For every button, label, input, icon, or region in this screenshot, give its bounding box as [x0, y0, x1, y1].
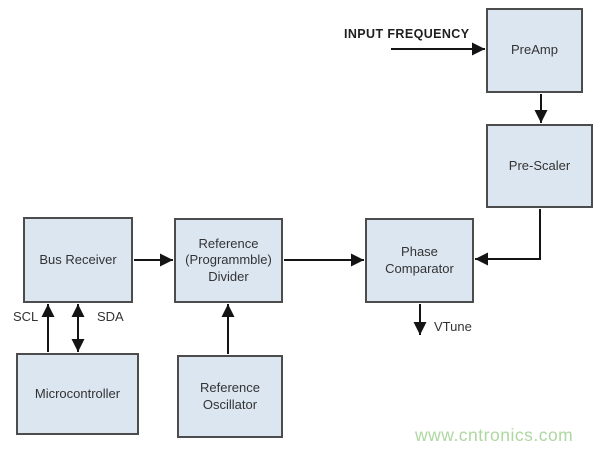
block-bus-receiver-label: Bus Receiver: [39, 251, 117, 267]
vtune-label: VTune: [434, 319, 472, 334]
block-prescaler-label: Pre-Scaler: [508, 157, 571, 173]
block-preamp-label: PreAmp: [511, 42, 558, 58]
block-preamp: PreAmp: [486, 8, 583, 93]
block-phase-comparator: Phase Comparator: [365, 218, 474, 303]
block-microcontroller: Microcontroller: [16, 353, 139, 435]
arrow-prescaler-to-phase-comparator: [475, 209, 541, 266]
block-reference-divider: Reference (Programmble) Divider: [174, 218, 283, 303]
block-prescaler: Pre-Scaler: [486, 124, 593, 208]
block-phase-comparator-label: Phase Comparator: [385, 244, 454, 276]
block-bus-receiver: Bus Receiver: [23, 217, 133, 303]
sda-label: SDA: [97, 309, 124, 324]
block-reference-divider-label: Reference (Programmble) Divider: [185, 236, 272, 284]
watermark-text: www.cntronics.com: [415, 425, 574, 445]
block-reference-oscillator: Reference Oscillator: [177, 355, 283, 438]
block-microcontroller-label: Microcontroller: [34, 385, 121, 401]
input-frequency-label: INPUT FREQUENCY: [344, 27, 470, 41]
scl-label: SCL: [13, 309, 39, 324]
block-reference-oscillator-label: Reference Oscillator: [200, 380, 260, 412]
